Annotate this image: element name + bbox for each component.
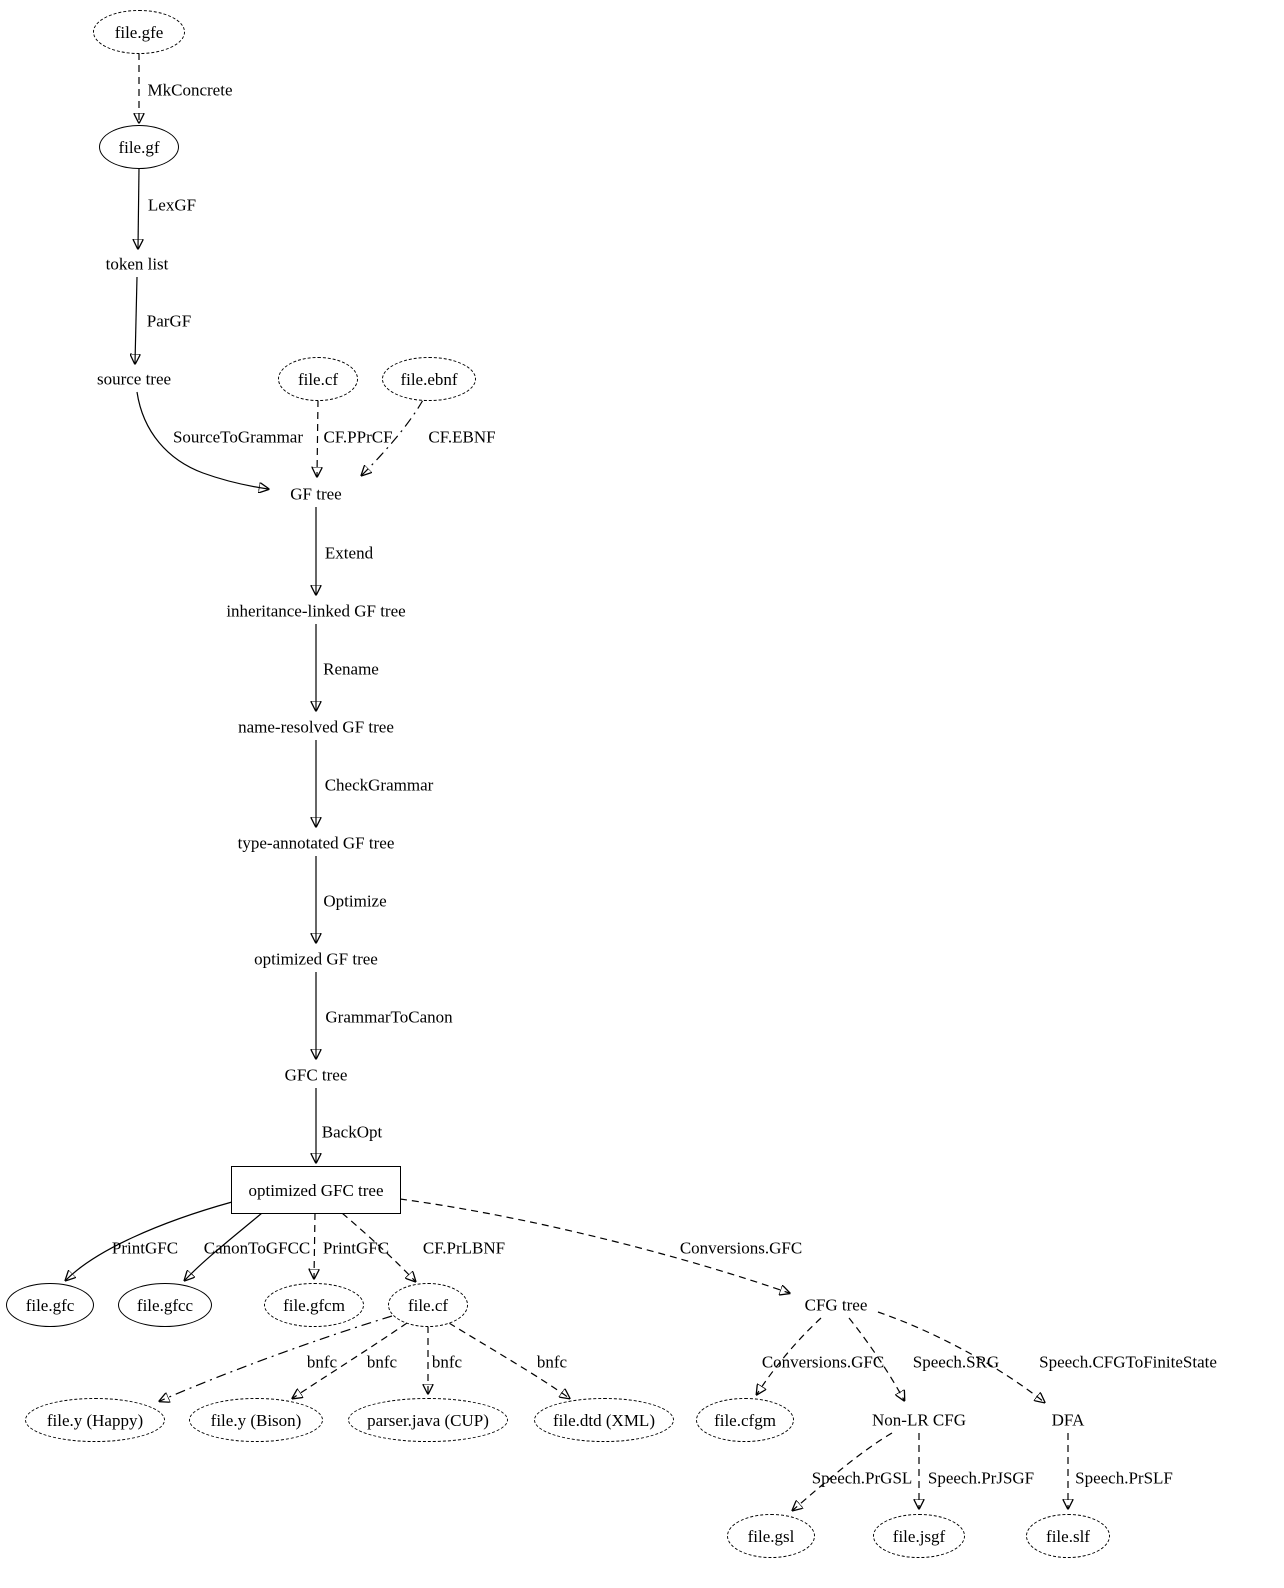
edge-bnfc-xml	[448, 1322, 569, 1398]
node-parser-java-cup: parser.java (CUP)	[348, 1398, 508, 1442]
node-optimized-gfc-tree: optimized GFC tree	[231, 1166, 401, 1214]
edge-label-speech-prgsl: Speech.PrGSL	[811, 1468, 913, 1488]
edge-printgfc-gfc	[66, 1201, 233, 1280]
edge-lexgf	[138, 167, 139, 248]
edge-label-cf-ebnf: CF.EBNF	[428, 427, 496, 447]
node-gf-tree: GF tree	[290, 484, 342, 504]
node-file-y-bison: file.y (Bison)	[189, 1398, 323, 1442]
edge-label-backopt: BackOpt	[321, 1122, 383, 1142]
edge-label-canontogfcc: CanonToGFCC	[203, 1238, 311, 1258]
edge-label-speech-srg: Speech.SRG	[912, 1352, 1000, 1372]
edge-label-cf-pprcf: CF.PPrCF	[323, 427, 393, 447]
edge-pargf	[135, 276, 137, 363]
edge-label-checkgrammar: CheckGrammar	[324, 775, 434, 795]
edge-canontogfcc	[185, 1212, 263, 1280]
node-name-resolved-gf-tree: name-resolved GF tree	[238, 717, 394, 737]
edge-label-printgfc-mid: PrintGFC	[322, 1238, 390, 1258]
edge-label-bnfc-4: bnfc	[536, 1352, 568, 1372]
edge-label-conversions-gfc-1: Conversions.GFC	[679, 1238, 803, 1258]
node-file-jsgf: file.jsgf	[873, 1514, 965, 1558]
node-type-annotated-gf-tree: type-annotated GF tree	[237, 833, 395, 853]
node-token-list: token list	[105, 254, 169, 274]
edge-label-mkconcrete: MkConcrete	[147, 80, 233, 100]
edge-label-bnfc-2: bnfc	[366, 1352, 398, 1372]
node-file-ebnf: file.ebnf	[382, 357, 476, 401]
edge-label-extend: Extend	[324, 543, 374, 563]
edge-printgfc-gfcm	[314, 1212, 315, 1278]
edge-sourcetogrammar	[136, 391, 268, 489]
node-file-gfc: file.gfc	[6, 1283, 94, 1327]
edge-label-speech-prjsgf: Speech.PrJSGF	[927, 1468, 1035, 1488]
node-gfc-tree: GFC tree	[284, 1065, 348, 1085]
edge-label-bnfc-3: bnfc	[431, 1352, 463, 1372]
edge-bnfc-bison	[293, 1322, 408, 1398]
edge-label-grammartocanon: GrammarToCanon	[325, 1007, 453, 1027]
node-file-gsl: file.gsl	[727, 1514, 815, 1558]
edge-label-optimize: Optimize	[323, 891, 387, 911]
edge-label-lexgf: LexGF	[147, 195, 197, 215]
node-file-cf-input: file.cf	[278, 357, 358, 401]
node-optimized-gf-tree: optimized GF tree	[254, 949, 378, 969]
edge-label-bnfc-1: bnfc	[306, 1352, 338, 1372]
edge-cf-pprcf	[317, 399, 318, 476]
node-file-gfcc: file.gfcc	[118, 1283, 212, 1327]
edge-speech-srg	[848, 1317, 904, 1400]
edge-label-cf-prlbnf: CF.PrLBNF	[422, 1238, 506, 1258]
edge-label-speech-prslf: Speech.PrSLF	[1075, 1468, 1173, 1488]
edge-label-sourcetogrammar: SourceToGrammar	[172, 427, 304, 447]
node-file-gfcm: file.gfcm	[264, 1283, 364, 1327]
node-non-lr-cfg: Non-LR CFG	[872, 1410, 966, 1430]
edge-conversions-gfc-cfgm	[757, 1317, 822, 1394]
edge-label-printgfc-left: PrintGFC	[111, 1238, 179, 1258]
node-file-cf-output: file.cf	[388, 1283, 468, 1327]
edge-bnfc-happy	[160, 1315, 393, 1401]
node-file-slf: file.slf	[1026, 1514, 1110, 1558]
node-dfa: DFA	[1051, 1410, 1085, 1430]
edge-speech-cfgtofinitestate	[877, 1311, 1044, 1402]
edge-label-conversions-gfc-2: Conversions.GFC	[761, 1352, 885, 1372]
edge-cf-ebnf	[362, 399, 424, 475]
edge-cf-prlbnf	[341, 1212, 415, 1281]
edge-speech-prgsl	[793, 1432, 893, 1510]
node-inheritance-linked-gf-tree: inheritance-linked GF tree	[226, 601, 406, 621]
edge-label-rename: Rename	[323, 659, 379, 679]
edge-label-speech-cfgtofinitestate: Speech.CFGToFiniteState	[1039, 1352, 1217, 1372]
node-source-tree: source tree	[96, 369, 172, 389]
node-cfg-tree: CFG tree	[804, 1295, 868, 1315]
node-file-gfe: file.gfe	[93, 10, 185, 54]
edge-label-pargf: ParGF	[146, 311, 192, 331]
node-file-gf: file.gf	[99, 125, 179, 169]
node-file-cfgm: file.cfgm	[696, 1398, 794, 1442]
node-file-y-happy: file.y (Happy)	[25, 1398, 165, 1442]
node-file-dtd-xml: file.dtd (XML)	[534, 1398, 674, 1442]
